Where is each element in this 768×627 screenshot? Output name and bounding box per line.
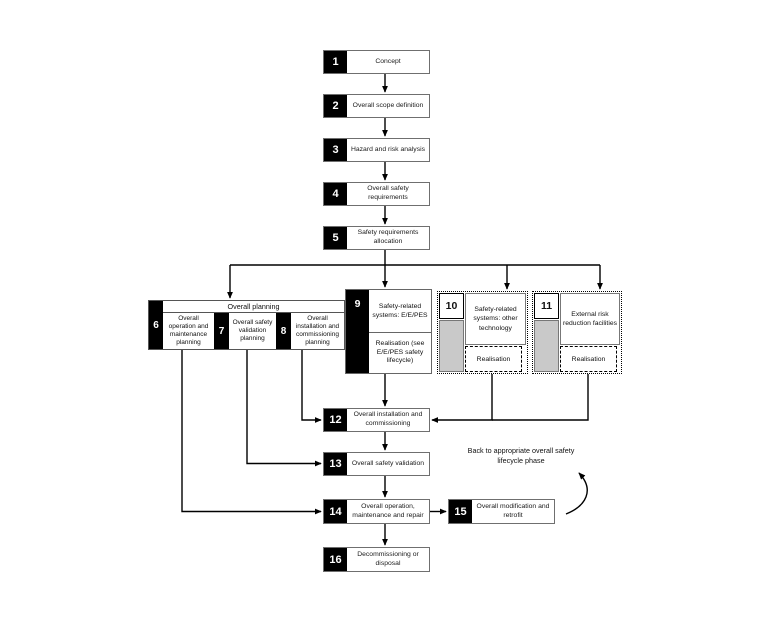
phase-box-4: 4 Overall safety requirements — [323, 182, 430, 206]
planning-output-connectors — [181, 350, 322, 515]
phase-label-4: Overall safety requirements — [367, 185, 409, 201]
phase-number-13: 13 — [324, 453, 347, 475]
phase-box-3: 3 Hazard and risk analysis — [323, 138, 430, 162]
phase-number-4: 4 — [324, 183, 347, 205]
realisation-label-10: Realisation — [465, 346, 522, 372]
phase-box-5: 5 Safety requirements allocation — [323, 226, 430, 250]
phase-label-7: Overall safety validation planning — [232, 318, 273, 343]
phase-label-8: Overall installation and commissioning p… — [295, 314, 340, 347]
phase-label-13: Overall safety validation — [351, 459, 425, 467]
phase-label-15: Overall modification and retrofit — [476, 502, 550, 519]
branch-connectors — [227, 264, 603, 299]
phase-number-15: 15 — [449, 500, 472, 523]
overall-planning-box: 6 Overall planning Overall operation and… — [148, 300, 345, 350]
feedback-arrow — [565, 472, 588, 515]
realisation-label-11: Realisation — [560, 346, 617, 372]
phase-number-1: 1 — [324, 51, 347, 73]
phase-box-12: 12 Overall installation and commissionin… — [323, 408, 430, 432]
phase-label-5: Safety requirements allocation — [357, 229, 419, 245]
phase-number-10: 10 — [439, 293, 464, 319]
phase-number-6: 6 — [149, 301, 163, 349]
phase-number-14: 14 — [324, 500, 347, 523]
phase-label-3: Hazard and risk analysis — [350, 145, 426, 153]
phase-box-1: 1 Concept — [323, 50, 430, 74]
phase-number-16: 16 — [324, 548, 347, 571]
phase-number-9: 9 — [346, 290, 369, 373]
phase-number-2: 2 — [324, 95, 347, 117]
phase-label-1: Concept — [375, 57, 401, 65]
realisation-box-9: 9 Safety-related systems: E/E/PES Realis… — [345, 289, 432, 374]
phase-label-16: Decommissioning or disposal — [357, 550, 419, 567]
phase-number-3: 3 — [324, 139, 347, 161]
system-label-10: Safety-related systems: other technology — [465, 293, 526, 345]
phase-box-14: 14 Overall operation, maintenance and re… — [323, 499, 430, 524]
overall-planning-header: Overall planning — [163, 301, 344, 313]
phase-number-7: 7 — [214, 313, 229, 349]
phase-box-13: 13 Overall safety validation — [323, 452, 430, 476]
gray-panel-10 — [439, 320, 464, 372]
spine-connectors — [382, 74, 447, 546]
phase-label-14: Overall operation, maintenance and repai… — [352, 502, 424, 519]
realisation-output-connectors — [431, 374, 589, 423]
phase-box-2: 2 Overall scope definition — [323, 94, 430, 118]
realisation-label-9: Realisation (see E/E/PES safety lifecycl… — [375, 339, 425, 365]
realisation-box-10: 10 Safety-related systems: other technol… — [437, 291, 528, 374]
phase-number-8: 8 — [276, 313, 291, 349]
realisation-box-11: 11 External risk reduction facilities Re… — [532, 291, 622, 374]
phase-number-11: 11 — [534, 293, 559, 319]
system-label-9: Safety-related systems: E/E/PES — [369, 290, 431, 333]
back-to-lifecycle-note: Back to appropriate overall safety lifec… — [467, 446, 575, 466]
phase-number-12: 12 — [324, 409, 347, 431]
phase-label-12: Overall installation and commissioning — [353, 411, 423, 427]
phase-label-6: Overall operation and maintenance planni… — [168, 314, 209, 347]
gray-panel-11 — [534, 320, 559, 372]
phase-number-5: 5 — [324, 227, 347, 249]
system-label-11: External risk reduction facilities — [560, 293, 620, 345]
phase-box-16: 16 Decommissioning or disposal — [323, 547, 430, 572]
phase-label-2: Overall scope definition — [352, 101, 424, 109]
phase-box-15: 15 Overall modification and retrofit — [448, 499, 555, 524]
